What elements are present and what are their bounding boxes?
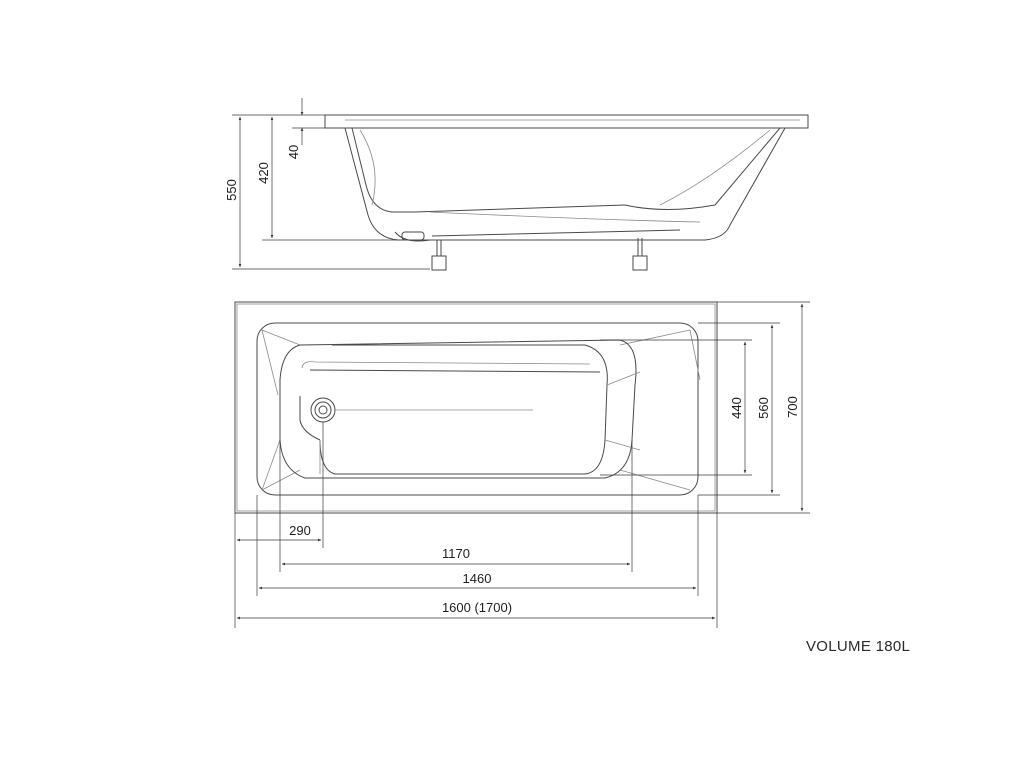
drain-offset-label: 290 <box>289 523 311 538</box>
top-view: 700 560 440 290 1170 <box>234 301 810 628</box>
side-view-outline <box>324 114 809 242</box>
inner-depth-label: 420 <box>256 162 271 184</box>
support-leg-left <box>431 240 447 271</box>
total-length-label: 1600 (1700) <box>442 600 512 615</box>
bottom-width-label: 440 <box>729 397 744 419</box>
dimension-rim-thickness: 40 <box>286 98 325 159</box>
drain-hole <box>310 397 533 423</box>
volume-label: VOLUME 180L <box>806 638 910 655</box>
dimension-total-width: 700 <box>717 301 810 514</box>
dimension-total-length: 1600 (1700) <box>236 513 718 628</box>
dimension-total-height: 550 <box>224 114 430 270</box>
dimension-bottom-length: 1170 <box>279 440 633 572</box>
dimension-inner-width: 560 <box>698 322 780 496</box>
support-leg-right <box>632 238 648 271</box>
bottom-length-label: 1170 <box>442 546 470 561</box>
top-view-outline <box>234 301 718 514</box>
dimension-bottom-width: 440 <box>600 339 752 476</box>
inner-width-label: 560 <box>756 397 771 419</box>
dimension-drain-offset: 290 <box>234 422 324 628</box>
total-height-label: 550 <box>224 179 239 201</box>
dimension-inner-length: 1460 <box>256 495 699 596</box>
dimension-inner-depth: 420 <box>256 116 398 241</box>
total-width-label: 700 <box>785 396 800 418</box>
inner-length-label: 1460 <box>463 571 492 586</box>
rim-thickness-label: 40 <box>286 145 301 159</box>
side-view: 550 420 40 <box>224 98 809 271</box>
